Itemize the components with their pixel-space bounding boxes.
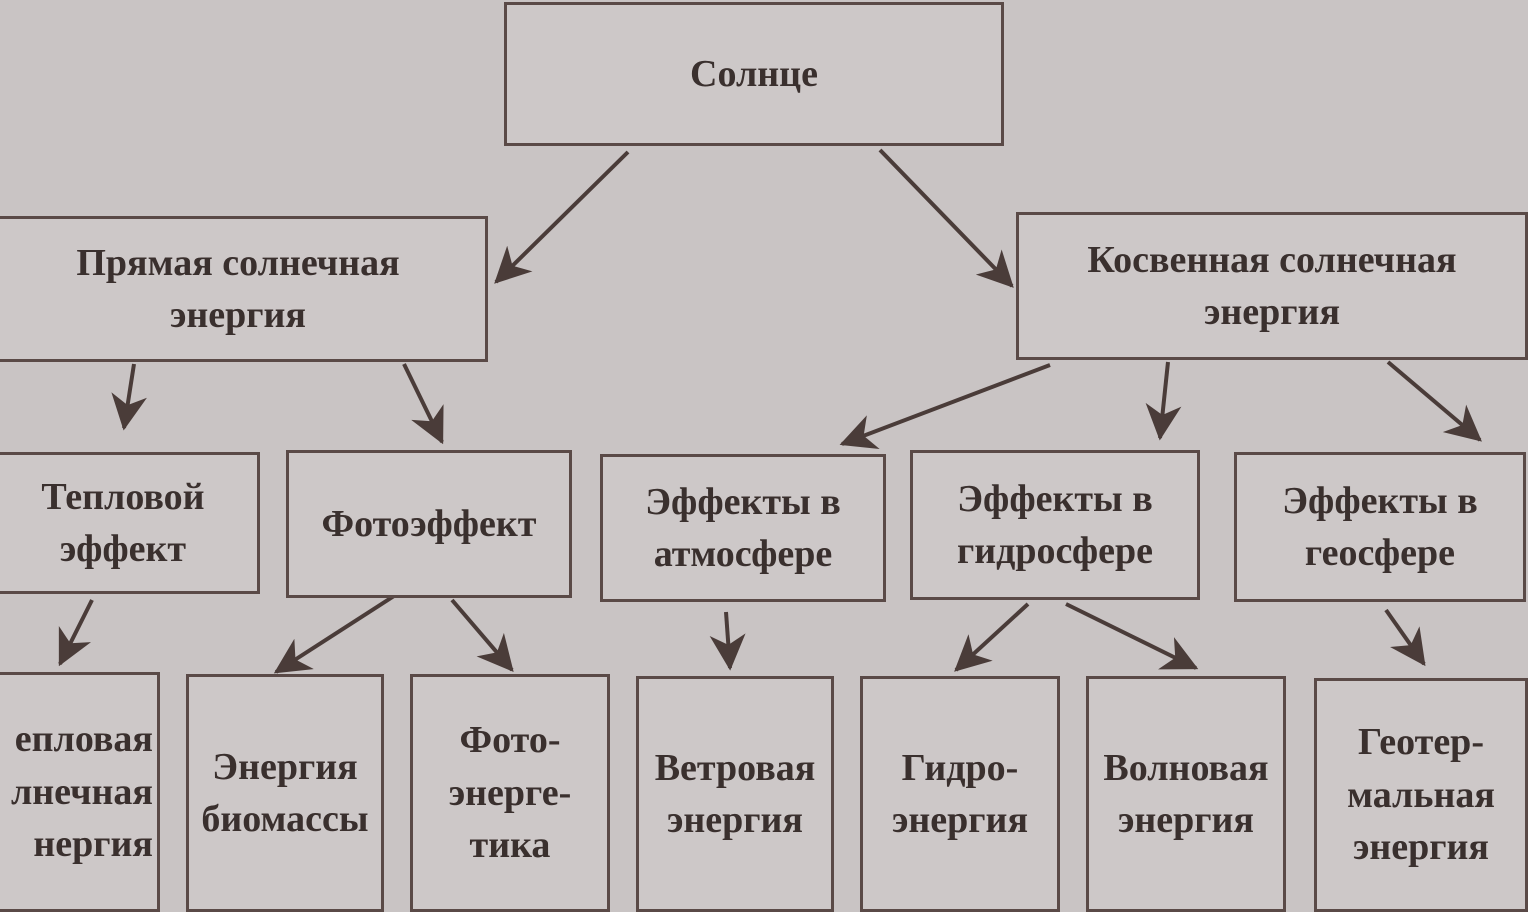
node-biomass-energy-label: Энергия биомассы bbox=[201, 745, 369, 840]
node-direct-solar-energy: Прямая солнечная энергия bbox=[0, 216, 488, 362]
node-photoeffect-label: Фотоэффект bbox=[321, 502, 537, 545]
node-sun-label: Солнце bbox=[690, 52, 818, 95]
node-indirect-solar-energy-label: Косвенная солнечная энергия bbox=[1087, 238, 1457, 333]
node-geothermal-energy: Геотер- мальная энергия bbox=[1314, 678, 1528, 912]
node-wave-energy: Волновая энергия bbox=[1086, 676, 1286, 912]
node-atmosphere-effects-label: Эффекты в атмосфере bbox=[645, 480, 841, 575]
node-biomass-energy: Энергия биомассы bbox=[186, 674, 384, 912]
node-thermal-effect: Тепловой эффект bbox=[0, 452, 260, 594]
node-thermal-solar-energy: епловая лнечная нергия bbox=[0, 672, 160, 912]
node-hydrosphere-effects: Эффекты в гидросфере bbox=[910, 450, 1200, 600]
node-direct-solar-energy-label: Прямая солнечная энергия bbox=[76, 241, 400, 336]
node-photoeffect: Фотоэффект bbox=[286, 450, 572, 598]
node-atmosphere-effects: Эффекты в атмосфере bbox=[600, 454, 886, 602]
node-photo-energetics: Фото- энерге- тика bbox=[410, 674, 610, 912]
node-hydrosphere-effects-label: Эффекты в гидросфере bbox=[956, 477, 1154, 572]
node-wind-energy: Ветровая энергия bbox=[636, 676, 834, 912]
arrow-direct-to-thermal-effect bbox=[111, 363, 147, 431]
arrow-sun-to-direct bbox=[494, 150, 630, 284]
node-hydro-energy: Гидро- энергия bbox=[860, 676, 1060, 912]
node-geothermal-energy-label: Геотер- мальная энергия bbox=[1347, 721, 1495, 869]
arrow-direct-to-photoeffect bbox=[402, 363, 444, 445]
arrow-geosphere-to-geothermal bbox=[1384, 608, 1426, 667]
arrow-hydrosphere-to-hydro bbox=[954, 602, 1030, 672]
node-thermal-effect-label: Тепловой эффект bbox=[41, 475, 205, 570]
node-hydro-energy-label: Гидро- энергия bbox=[891, 746, 1029, 841]
node-wind-energy-label: Ветровая энергия bbox=[654, 746, 816, 841]
arrow-hydrosphere-to-wave bbox=[1065, 602, 1199, 670]
arrow-sun-to-indirect bbox=[878, 148, 1014, 288]
node-geosphere-effects-label: Эффекты в геосфере bbox=[1282, 479, 1478, 574]
arrow-indirect-to-atmosphere bbox=[839, 363, 1051, 449]
arrow-atmosphere-to-wind bbox=[709, 611, 746, 671]
arrow-photoeffect-to-biomass bbox=[273, 594, 396, 674]
arrow-indirect-to-geosphere bbox=[1386, 360, 1482, 442]
node-sun: Солнце bbox=[504, 2, 1004, 146]
arrow-thermal-effect-to-energy bbox=[58, 599, 94, 667]
node-photo-energetics-label: Фото- энерге- тика bbox=[448, 719, 572, 867]
arrow-indirect-to-hydrosphere bbox=[1145, 361, 1182, 441]
node-wave-energy-label: Волновая энергия bbox=[1103, 746, 1269, 841]
node-thermal-solar-energy-label: епловая лнечная нергия bbox=[10, 718, 153, 866]
node-geosphere-effects: Эффекты в геосфере bbox=[1234, 452, 1526, 602]
node-indirect-solar-energy: Косвенная солнечная энергия bbox=[1016, 212, 1528, 360]
arrow-photoeffect-to-photoenergy bbox=[450, 598, 514, 672]
